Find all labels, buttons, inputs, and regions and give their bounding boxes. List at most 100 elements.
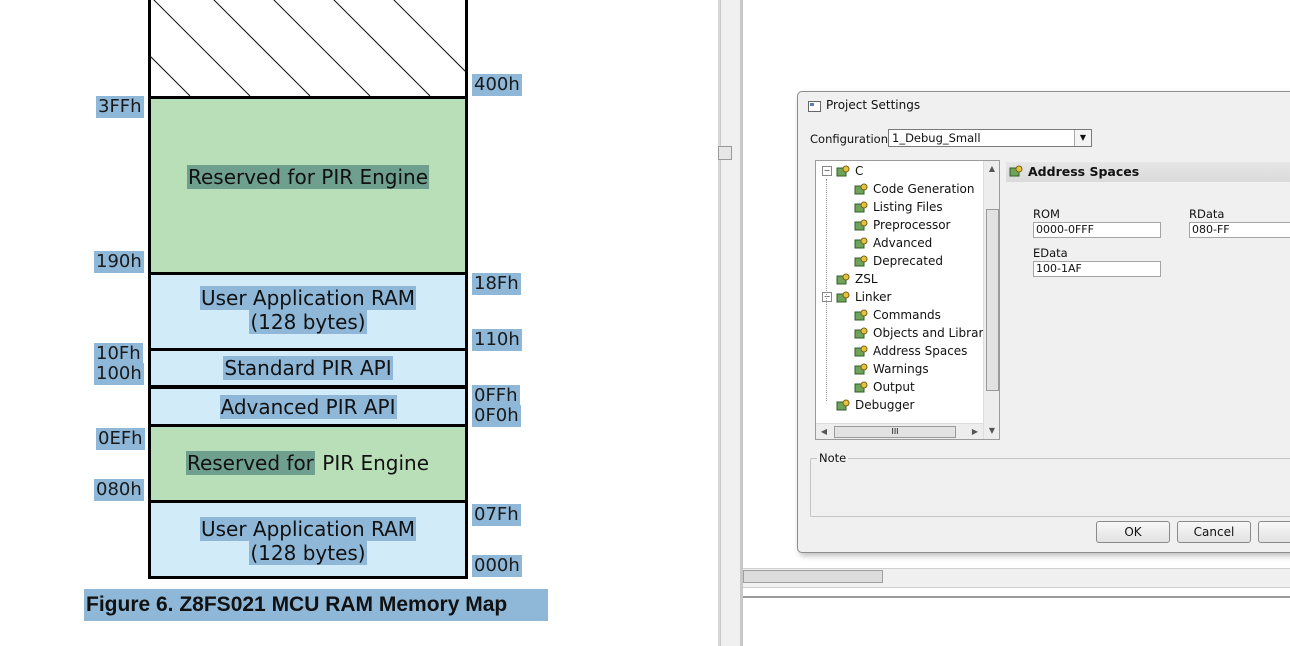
horizontal-scrollbar-thumb[interactable] xyxy=(743,570,883,583)
tree-horizontal-scrollbar[interactable]: ◀ III ▶ xyxy=(816,423,983,439)
tree-item-label: Listing Files xyxy=(873,200,943,214)
tree-connector xyxy=(826,179,828,401)
memory-block-reserved-pir-engine-upper: Reserved for PIR Engine xyxy=(148,96,468,275)
memory-block-reserved-pir-engine-lower: Reserved for PIR Engine xyxy=(148,424,468,503)
address-label-left: 190h xyxy=(94,251,144,273)
memory-map-document: Reserved for PIR Engine User Application… xyxy=(84,0,548,621)
tree-item[interactable]: Output xyxy=(816,378,982,396)
tree-item[interactable]: Debugger xyxy=(816,396,982,414)
tree-item[interactable]: Preprocessor xyxy=(816,216,982,234)
memory-block-advanced-pir-api: Advanced PIR API xyxy=(148,386,468,427)
tree-item-label: Objects and Librarie xyxy=(873,326,995,340)
configuration-value: 1_Debug_Small xyxy=(892,131,981,145)
scroll-up-icon[interactable]: ▲ xyxy=(988,164,996,173)
rdata-field[interactable]: 080-FF xyxy=(1189,222,1290,238)
tree-item-label: Code Generation xyxy=(873,182,975,196)
figure-caption: Figure 6. Z8FS021 MCU RAM Memory Map xyxy=(84,589,548,621)
tree-item[interactable]: Objects and Librarie xyxy=(816,324,994,342)
address-label-right: 18Fh xyxy=(472,273,521,295)
scroll-down-icon[interactable]: ▼ xyxy=(988,426,996,435)
rom-label: ROM xyxy=(1033,207,1060,221)
block-label: Advanced PIR API xyxy=(219,395,397,419)
block-label: Standard PIR API xyxy=(223,356,393,380)
tree-item[interactable]: −Linker xyxy=(816,288,982,306)
memory-block-standard-pir-api: Standard PIR API xyxy=(148,348,468,388)
frame-border-bottom xyxy=(743,596,1290,598)
edata-label: EData xyxy=(1033,246,1068,260)
scroll-right-icon[interactable]: ▶ xyxy=(971,427,979,436)
settings-node-icon xyxy=(854,255,868,267)
edata-field[interactable]: 100-1AF xyxy=(1033,261,1161,277)
settings-node-icon xyxy=(854,381,868,393)
window-icon xyxy=(808,101,821,112)
address-label-right: 110h xyxy=(472,329,522,351)
tree-vertical-scrollbar[interactable]: ▲ ▼ xyxy=(983,161,999,439)
tree-item[interactable]: Code Generation xyxy=(816,180,982,198)
chevron-down-icon[interactable]: ▼ xyxy=(1074,130,1091,146)
tree-item-label: Commands xyxy=(873,308,941,322)
block-label-part2: PIR Engine xyxy=(314,451,431,475)
collapse-icon[interactable]: − xyxy=(822,166,832,176)
tree-item[interactable]: Address Spaces xyxy=(816,342,982,360)
panel-title: Address Spaces xyxy=(1028,164,1140,179)
tree-item-label: ZSL xyxy=(855,272,878,286)
settings-node-icon xyxy=(854,363,868,375)
block-label: User Application RAM xyxy=(199,517,417,541)
figure-caption-text: Figure 6. Z8FS021 MCU RAM Memory Map xyxy=(86,593,508,616)
address-label-right: 400h xyxy=(472,74,522,96)
settings-node-icon xyxy=(854,345,868,357)
scroll-thumb[interactable] xyxy=(986,209,999,391)
address-label-left: 080h xyxy=(94,479,144,501)
memory-block-user-ram-lower: User Application RAM (128 bytes) xyxy=(148,500,468,579)
address-label-right: 0F0h xyxy=(472,405,521,427)
tree-item-label: Output xyxy=(873,380,915,394)
tree-item[interactable]: −C xyxy=(816,162,982,180)
settings-node-icon xyxy=(854,327,868,339)
help-button[interactable]: H xyxy=(1258,521,1290,543)
note-label: Note xyxy=(817,451,849,465)
scroll-thumb[interactable]: III xyxy=(834,426,956,438)
frame-border xyxy=(740,0,743,646)
configuration-label: Configuration: xyxy=(810,132,892,146)
address-label-left: 10Fh xyxy=(94,343,143,365)
configuration-dropdown[interactable]: 1_Debug_Small ▼ xyxy=(888,129,1092,147)
settings-node-icon xyxy=(854,201,868,213)
ok-button[interactable]: OK xyxy=(1096,521,1170,543)
tree-item-label: Advanced xyxy=(873,236,933,250)
settings-node-icon xyxy=(854,237,868,249)
block-sublabel: (128 bytes) xyxy=(249,541,367,565)
tree-item[interactable]: Warnings xyxy=(816,360,982,378)
tree-item[interactable]: Commands xyxy=(816,306,982,324)
tree-item-label: Linker xyxy=(855,290,892,304)
rdata-label: RData xyxy=(1189,207,1225,221)
tree-item-label: Debugger xyxy=(855,398,915,412)
address-label-right: 0FFh xyxy=(472,385,520,407)
splitter-handle[interactable] xyxy=(718,146,732,160)
settings-gear-icon xyxy=(1009,165,1023,177)
scroll-left-icon[interactable]: ◀ xyxy=(820,427,828,436)
note-group: Note xyxy=(810,451,1290,517)
tree-item[interactable]: ZSL xyxy=(816,270,982,288)
address-label-left: 3FFh xyxy=(96,96,144,118)
pane-divider[interactable] xyxy=(718,0,720,646)
rom-field[interactable]: 0000-0FFF xyxy=(1033,222,1161,238)
tree-item-label: C xyxy=(855,164,864,178)
dialog-title: Project Settings xyxy=(826,98,921,112)
cancel-button[interactable]: Cancel xyxy=(1177,521,1251,543)
panel-header: Address Spaces xyxy=(1006,162,1290,182)
address-label-left: 100h xyxy=(94,363,144,385)
block-sublabel: (128 bytes) xyxy=(249,310,367,334)
side-frame xyxy=(720,0,741,646)
tree-item[interactable]: Listing Files xyxy=(816,198,982,216)
block-label: Reserved for PIR Engine xyxy=(186,165,430,189)
settings-node-icon xyxy=(854,183,868,195)
block-label: User Application RAM xyxy=(199,286,417,310)
tree-item-label: Deprecated xyxy=(873,254,943,268)
tree-item[interactable]: Deprecated xyxy=(816,252,982,270)
settings-node-icon xyxy=(854,309,868,321)
settings-node-icon xyxy=(836,291,850,303)
tree-item[interactable]: Advanced xyxy=(816,234,982,252)
dialog-titlebar[interactable]: Project Settings xyxy=(798,92,1290,118)
memory-block-user-ram-upper: User Application RAM (128 bytes) xyxy=(148,272,468,351)
